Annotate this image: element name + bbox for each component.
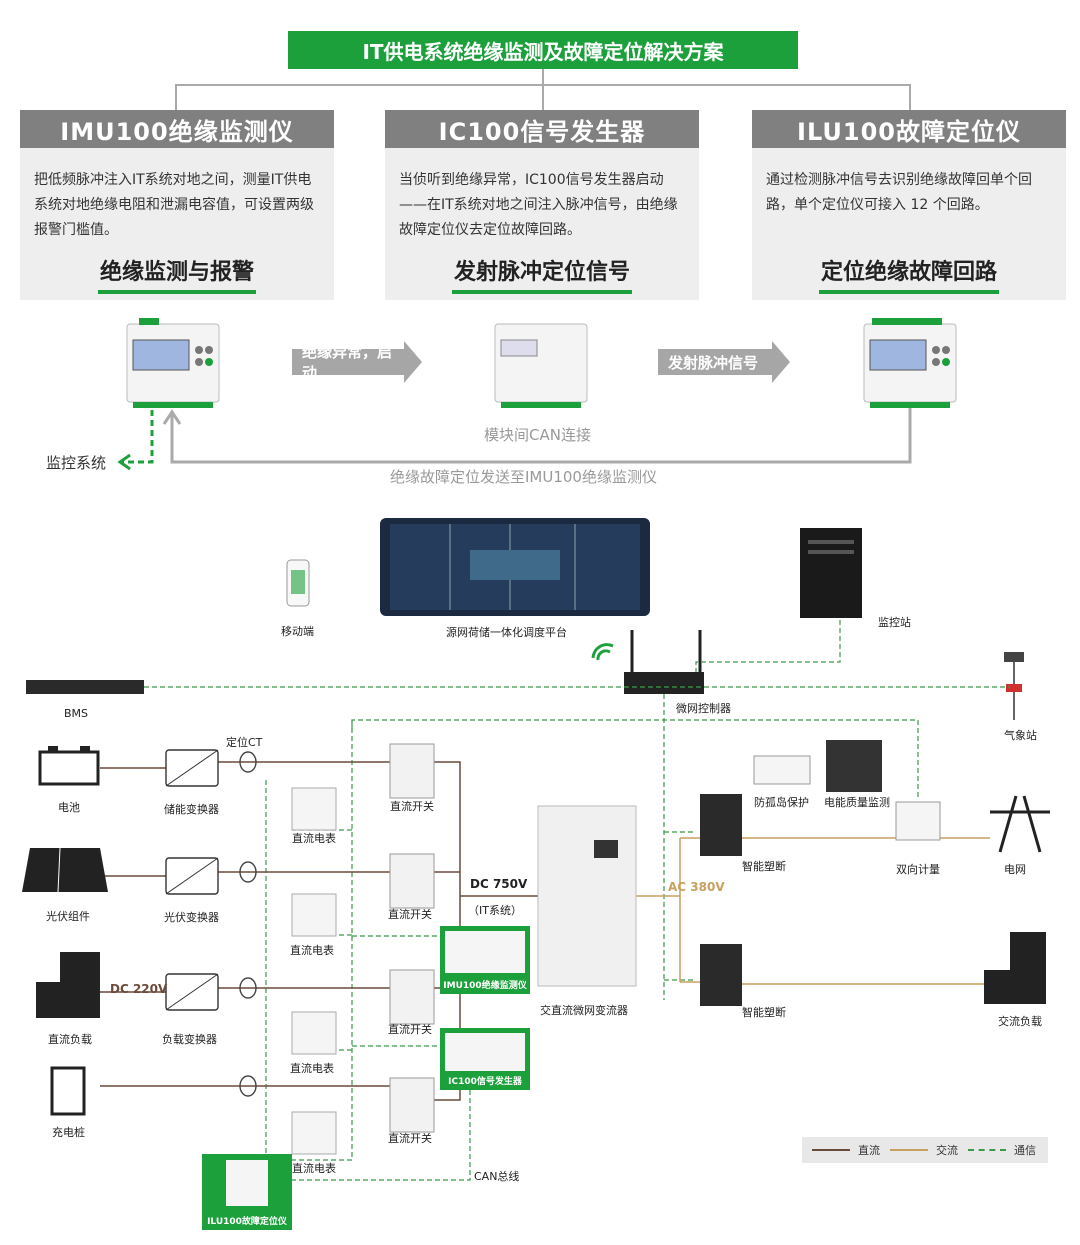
weather-station-icon xyxy=(1004,652,1024,720)
card-imu-desc: 把低频脉冲注入IT系统对地之间，测量IT供电系统对地绝缘电阻和泄漏电容值，可设置… xyxy=(34,172,314,238)
arrow-start: 绝缘异常，启动 xyxy=(292,341,422,383)
dc-meter-label-1: 直流电表 xyxy=(292,832,336,845)
card-ilu-title: ILU100故障定位仪 xyxy=(752,110,1066,148)
pq-monitor-icon xyxy=(826,740,882,792)
bms-label: BMS xyxy=(64,707,89,720)
card-imu-subtitle: 绝缘监测与报警 xyxy=(97,254,256,294)
breaker-label-1: 智能塑断 xyxy=(742,860,786,873)
wifi-icon xyxy=(591,643,614,661)
pv-label: 光伏组件 xyxy=(46,910,90,923)
ic-highlight-caption: IC100信号发生器 xyxy=(448,1077,522,1087)
bi-meter-label: 双向计量 xyxy=(896,863,940,876)
card-ic-desc: 当侦听到绝缘异常，IC100信号发生器启动——在IT系统对地之间注入脉冲信号，由… xyxy=(399,172,678,238)
grid-label: 电网 xyxy=(1004,863,1026,876)
weather-label: 气象站 xyxy=(1004,729,1037,742)
imu-highlight-caption: IMU100绝缘监测仪 xyxy=(443,981,527,991)
dc-switch-label-4: 直流开关 xyxy=(388,1132,432,1145)
card-imu-title: IMU100绝缘监测仪 xyxy=(20,110,334,148)
top-connectors xyxy=(117,69,912,471)
ilu-mini-device xyxy=(226,1160,268,1206)
dc-lines xyxy=(100,761,538,1101)
imu-highlight-box: IMU100绝缘监测仪 xyxy=(440,926,530,994)
ilu-highlight-caption: ILU100故障定位仪 xyxy=(207,1217,287,1227)
station-label: 监控站 xyxy=(878,616,911,629)
ac-load-label: 交流负载 xyxy=(998,1015,1042,1028)
can-connection-label: 模块间CAN连接 xyxy=(484,426,591,444)
mobile-label: 移动端 xyxy=(281,625,314,638)
imu-device-image xyxy=(126,318,220,408)
imu-mini-device xyxy=(445,931,525,973)
card-imu: IMU100绝缘监测仪 把低频脉冲注入IT系统对地之间，测量IT供电系统对地绝缘… xyxy=(20,110,334,300)
card-ic-title: IC100信号发生器 xyxy=(385,110,699,148)
pv-converter-label: 光伏变换器 xyxy=(164,911,219,924)
dc-meter-label-3: 直流电表 xyxy=(290,1062,334,1075)
card-ilu-desc: 通过检测脉冲信号去识别绝缘故障回单个回路，单个定位仪可接入 12 个回路。 xyxy=(766,172,1032,213)
card-ic-subtitle: 发射脉冲定位信号 xyxy=(451,254,632,294)
microgrid-converter-icon xyxy=(537,805,637,987)
charger-label: 充电桩 xyxy=(52,1126,85,1139)
storage-converter-label: 储能变换器 xyxy=(164,803,219,816)
converter-icons xyxy=(165,749,219,1011)
feedback-label: 绝缘故障定位发送至IMU100绝缘监测仪 xyxy=(390,468,657,486)
card-ilu-subtitle: 定位绝缘故障回路 xyxy=(818,254,999,294)
ic-highlight-box: IC100信号发生器 xyxy=(440,1028,530,1090)
legend-ac: 交流 xyxy=(936,1144,958,1157)
dc220-label: DC 220V xyxy=(110,982,168,996)
dc-meter-label-2: 直流电表 xyxy=(290,944,334,957)
controller-label: 微网控制器 xyxy=(676,702,731,715)
grid-tower-icon xyxy=(990,795,1050,853)
legend-comm: 通信 xyxy=(1014,1144,1036,1157)
arrow-pulse: 发射脉冲信号 xyxy=(658,341,790,383)
bi-meter-icon xyxy=(895,801,941,841)
monitor-system-label: 监控系统 xyxy=(46,454,107,472)
battery-icon xyxy=(38,746,100,786)
ct-icons xyxy=(239,751,257,1097)
legend: 直流 交流 通信 xyxy=(802,1137,1048,1163)
dc-switch-label-2: 直流开关 xyxy=(388,908,432,921)
ac-lines xyxy=(636,837,990,985)
dc-load-building-icon xyxy=(36,952,100,1018)
pq-monitor-label: 电能质量监测 xyxy=(824,796,890,809)
breaker-label-2: 智能塑断 xyxy=(742,1006,786,1019)
arrow-pulse-label: 发射脉冲信号 xyxy=(668,353,759,372)
controller-icon xyxy=(624,630,704,694)
load-converter-label: 负载变换器 xyxy=(162,1033,217,1046)
page-title: IT供电系统绝缘监测及故障定位解决方案 xyxy=(288,31,798,69)
platform-label: 源网荷储一体化调度平台 xyxy=(446,626,567,639)
ct-label: 定位CT xyxy=(226,736,263,749)
ilu-device-image xyxy=(863,318,957,408)
platform-screen xyxy=(380,518,650,616)
bms-icon xyxy=(26,680,144,694)
it-system-label: （IT系统） xyxy=(468,904,522,917)
converter-label: 交直流微网变流器 xyxy=(540,1004,628,1017)
dc-load-label: 直流负载 xyxy=(48,1033,92,1046)
can-bus-label: CAN总线 xyxy=(474,1170,520,1183)
ic-mini-device xyxy=(445,1033,525,1071)
charger-icon xyxy=(50,1066,86,1116)
system-diagram xyxy=(22,518,1050,1200)
ac380-label: AC 380V xyxy=(668,880,725,894)
card-ic: IC100信号发生器 当侦听到绝缘异常，IC100信号发生器启动——在IT系统对… xyxy=(385,110,699,300)
battery-label: 电池 xyxy=(58,801,80,814)
arrow-start-label: 绝缘异常，启动 xyxy=(302,343,393,382)
dc-switch-icons xyxy=(389,743,435,1133)
ilu-highlight-box: ILU100故障定位仪 xyxy=(202,1154,292,1230)
server-icon xyxy=(800,528,862,618)
ac-load-building-icon xyxy=(984,932,1046,1004)
card-ilu: ILU100故障定位仪 通过检测脉冲信号去识别绝缘故障回单个回路，单个定位仪可接… xyxy=(752,110,1066,300)
legend-dc: 直流 xyxy=(858,1144,880,1157)
dc-switch-label-1: 直流开关 xyxy=(390,800,434,813)
ic-device-image xyxy=(494,323,588,408)
comm-lines xyxy=(144,620,1010,1200)
dc750-label: DC 750V xyxy=(470,877,528,891)
anti-island-icon xyxy=(753,755,811,785)
dc-meter-label-4: 直流电表 xyxy=(292,1162,336,1175)
dc-meter-icons xyxy=(291,787,337,1155)
converter-diagonals xyxy=(165,749,219,1011)
anti-island-label: 防孤岛保护 xyxy=(754,796,809,809)
breaker-icons xyxy=(700,794,742,1006)
dc-switch-label-3: 直流开关 xyxy=(388,1023,432,1036)
solar-panel-icon xyxy=(22,847,108,893)
